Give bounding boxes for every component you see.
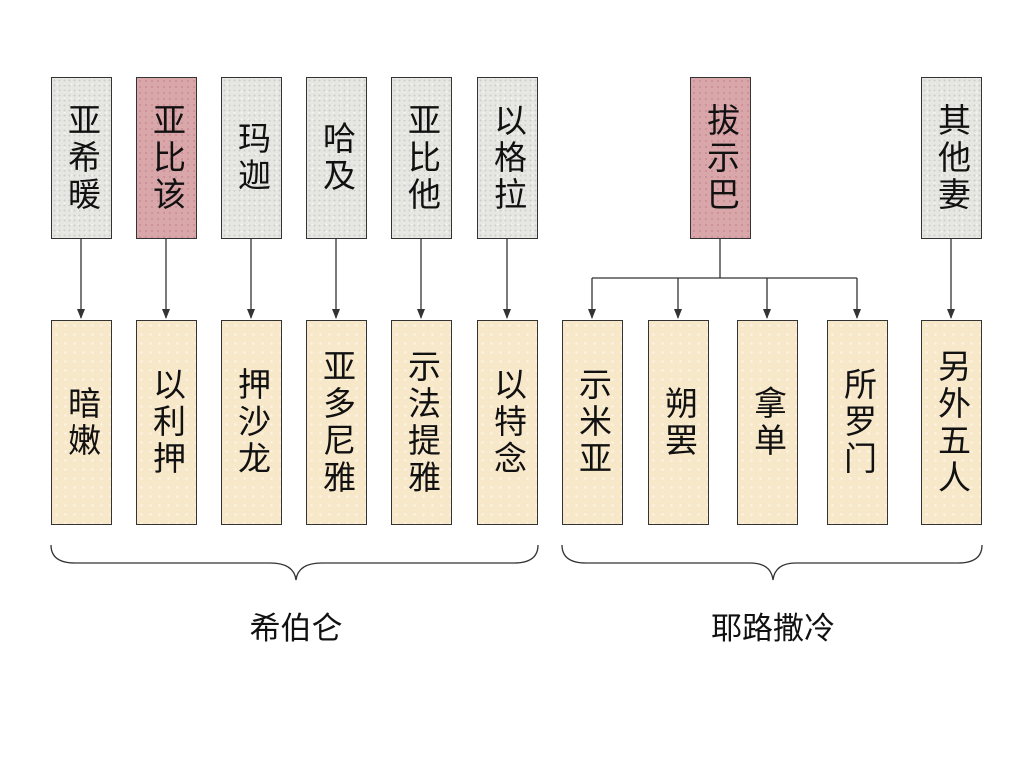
child-box-nathan: 拿单: [737, 320, 798, 525]
mother-name: 以格拉: [488, 102, 528, 214]
mother-box-ahinoam: 亚希暖: [51, 77, 112, 239]
mother-box-abital: 亚比他: [391, 77, 452, 239]
brace-jerusalem: [561, 544, 983, 581]
child-box-solomon: 所罗门: [827, 320, 888, 525]
child-name: 押沙龙: [232, 367, 272, 478]
group-label-jerusalem: 耶路撒冷: [711, 611, 835, 647]
child-box-five-others: 另外五人: [921, 320, 982, 525]
mother-name: 拔示巴: [701, 102, 741, 214]
child-box-ithream: 以特念: [477, 320, 538, 525]
mother-name: 亚希暖: [62, 102, 102, 214]
child-box-adonijah: 亚多尼雅: [306, 320, 367, 525]
child-name: 朔罢: [659, 385, 699, 460]
child-name: 暗嫩: [62, 385, 102, 460]
child-name: 示米亚: [573, 367, 613, 478]
brace-hebron: [50, 544, 539, 581]
mother-name: 亚比他: [402, 102, 442, 214]
mother-box-bathsheba: 拔示巴: [690, 77, 751, 239]
bathsheba-branch-connector: [588, 239, 861, 319]
child-box-chileab: 以利押: [136, 320, 197, 525]
mother-name: 哈及: [317, 121, 357, 195]
child-box-shobab: 朔罢: [648, 320, 709, 525]
mother-box-maacah: 玛迦: [221, 77, 282, 239]
child-box-shimea: 示米亚: [562, 320, 623, 525]
child-name: 另外五人: [932, 348, 972, 497]
mother-box-eglah: 以格拉: [477, 77, 538, 239]
mother-box-other-wives: 其他妻: [921, 77, 982, 239]
group-label-hebron: 希伯仑: [249, 611, 343, 647]
mother-box-haggith: 哈及: [306, 77, 367, 239]
child-name: 拿单: [748, 385, 788, 460]
mother-name: 其他妻: [932, 102, 972, 214]
mother-box-abigail: 亚比该: [136, 77, 197, 239]
child-box-amnon: 暗嫩: [51, 320, 112, 525]
mother-name: 亚比该: [147, 102, 187, 214]
child-name: 以利押: [147, 367, 187, 478]
mother-name: 玛迦: [232, 121, 272, 195]
child-box-absalom: 押沙龙: [221, 320, 282, 525]
child-box-shephatiah: 示法提雅: [391, 320, 452, 525]
child-name: 所罗门: [838, 367, 878, 478]
child-name: 以特念: [488, 367, 528, 478]
child-name: 示法提雅: [402, 348, 442, 497]
child-name: 亚多尼雅: [317, 348, 357, 497]
